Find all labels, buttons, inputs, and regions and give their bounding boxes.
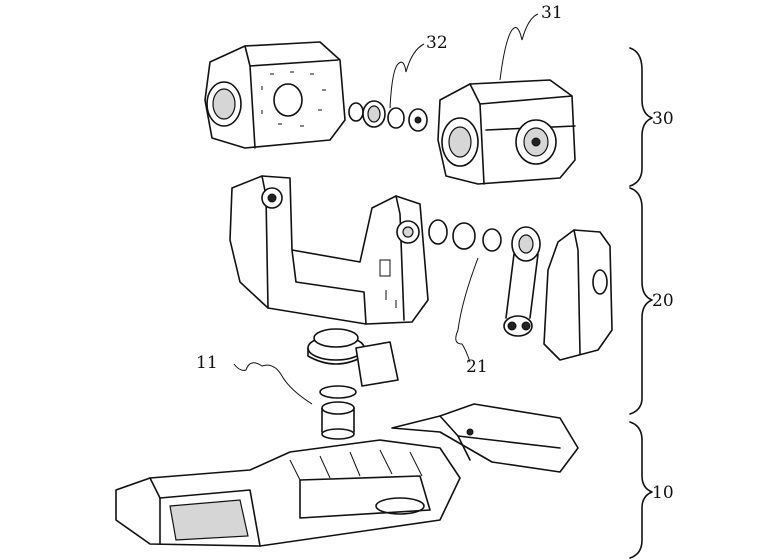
leader-lines [233,13,539,405]
label-30: 30 [652,109,674,129]
head-housing-left [204,41,346,149]
label-11: 11 [196,353,218,373]
label-10: 10 [652,483,674,503]
head-housing-right [437,79,576,185]
yoke-side-cover [543,229,613,361]
label-32: 32 [426,33,448,53]
bracket-30 [629,47,653,187]
callout-labels: 31 32 30 20 21 11 10 [196,3,674,503]
leader-11 [233,362,313,405]
label-31: 31 [541,3,563,23]
bracket-10 [629,421,653,559]
bracket-20 [629,187,653,415]
label-20: 20 [652,291,674,311]
base-assembly [115,403,579,547]
bearing-set [348,100,428,132]
leader-21 [455,257,479,363]
yoke-assembly [229,175,613,361]
head-assembly [204,41,576,185]
label-21: 21 [466,357,488,377]
leader-31 [499,13,539,81]
group-brackets [629,47,653,559]
yoke-frame [229,175,429,325]
pan-drive [307,328,399,440]
tilt-drive [428,219,541,337]
leader-32 [389,43,425,109]
